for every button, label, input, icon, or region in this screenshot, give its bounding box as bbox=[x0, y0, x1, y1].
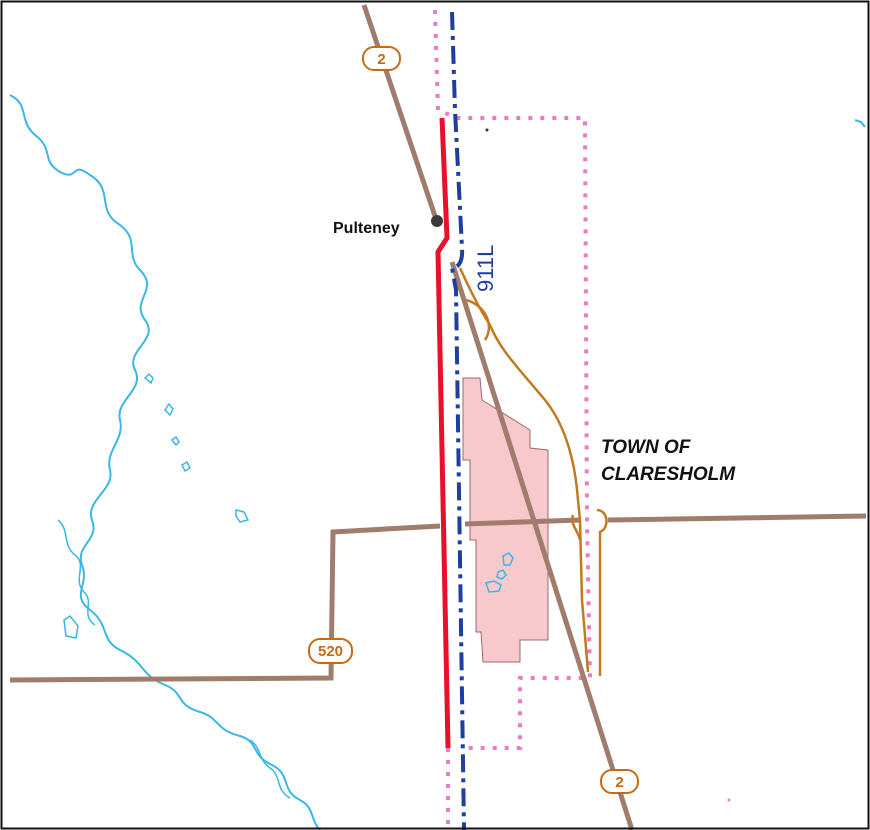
map-dot bbox=[727, 798, 731, 802]
shield-shape bbox=[600, 769, 639, 794]
highway-2-shield-bottom[interactable]: 2 bbox=[600, 769, 639, 794]
lake bbox=[854, 119, 866, 128]
lake bbox=[164, 402, 174, 417]
pulteney-marker[interactable] bbox=[431, 215, 443, 227]
shield-number: 2 bbox=[615, 774, 623, 791]
highway-2 bbox=[361, 4, 635, 830]
lake bbox=[63, 614, 79, 639]
river bbox=[9, 94, 321, 830]
transmission-line-red bbox=[435, 117, 451, 749]
ramp-road bbox=[465, 298, 491, 341]
ramp-road bbox=[571, 514, 582, 541]
transmission-line-911l bbox=[449, 11, 466, 830]
shield-shape bbox=[362, 46, 401, 71]
pulteney-label: Pulteney bbox=[333, 220, 400, 237]
highway-520-shield[interactable]: 520 bbox=[308, 638, 353, 664]
shield-number: 2 bbox=[377, 51, 385, 68]
ramp-road bbox=[596, 508, 608, 676]
highway-520 bbox=[9, 513, 867, 683]
river-branch bbox=[249, 739, 291, 799]
highway-2-shield-top[interactable]: 2 bbox=[362, 46, 401, 71]
town-area bbox=[462, 377, 549, 663]
shield-shape bbox=[308, 638, 353, 664]
lake bbox=[235, 509, 250, 523]
pond bbox=[502, 552, 514, 566]
shield-number: 520 bbox=[318, 643, 343, 660]
lake bbox=[170, 435, 180, 447]
pond bbox=[496, 569, 507, 580]
map-dot bbox=[485, 128, 489, 132]
town-label-line1: TOWN OF bbox=[601, 437, 692, 458]
lake bbox=[181, 460, 191, 473]
line-911l-label: 911L bbox=[473, 245, 498, 292]
river-branch bbox=[57, 519, 96, 626]
pond bbox=[485, 580, 502, 593]
boundary-dotted bbox=[433, 9, 593, 830]
lake bbox=[143, 372, 154, 385]
town-label-line2: CLARESHOLM bbox=[601, 464, 736, 485]
